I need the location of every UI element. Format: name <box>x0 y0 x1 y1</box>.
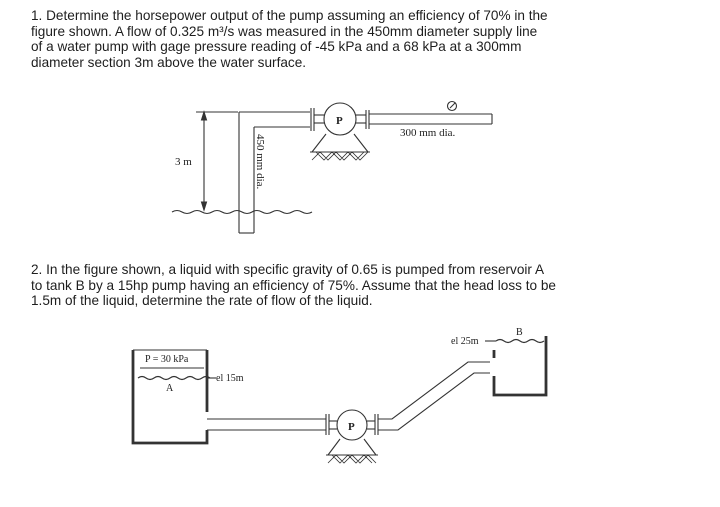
figure-2 <box>131 336 548 464</box>
problem-2-line: 2. In the figure shown, a liquid with sp… <box>31 262 545 277</box>
discharge-dia-label: 300 mm dia. <box>400 127 456 139</box>
problem-1-line: diameter section 3m above the water surf… <box>31 54 307 70</box>
reservoir-a-walls <box>131 350 209 445</box>
pump-2-hatch <box>327 454 377 464</box>
problem-2-line: 1.5m of the liquid, determine the rate o… <box>31 293 373 308</box>
pump-1-circle <box>323 102 357 136</box>
problem-2-text: 2. In the figure shown, a liquid with sp… <box>31 262 691 309</box>
tank-b-walls <box>492 336 548 397</box>
elev-b-label: el 25m <box>451 336 479 347</box>
pump-2-circle <box>336 409 368 441</box>
reservoir-a-label: A <box>166 383 174 394</box>
discharge-pipe-2-bottom <box>378 372 490 431</box>
pressure-gauge-icon <box>446 100 458 112</box>
gauge-needle <box>449 102 456 109</box>
water-surface-1 <box>171 209 313 215</box>
arrow-down <box>200 201 208 212</box>
elev-a-label: el 15m <box>216 373 244 384</box>
pressure-label: P = 30 kPa <box>145 354 189 365</box>
problem-1-line: figure shown. A flow of 0.325 m³/s was m… <box>31 23 538 39</box>
pump-2-label: P <box>348 421 355 433</box>
pump-1-label: P <box>336 115 343 127</box>
water-surface-b <box>495 338 545 344</box>
problem-2-line: to tank B by a 15hp pump having an effic… <box>31 277 556 293</box>
height-label: 3 m <box>175 156 192 168</box>
arrow-up <box>200 110 208 121</box>
problem-1-line: of a water pump with gage pressure readi… <box>31 39 522 54</box>
water-surface-a <box>137 375 211 381</box>
figure-1 <box>171 100 493 234</box>
discharge-pipe-2-top <box>378 361 490 420</box>
pump-2-base <box>327 438 377 456</box>
tank-b-label: B <box>516 327 523 338</box>
supply-dia-label: 450 mm dia. <box>254 134 266 190</box>
problem-1-line: 1. Determine the horsepower output of th… <box>31 8 548 23</box>
pump-1-hatch <box>311 151 369 161</box>
pump-1-base <box>311 133 369 153</box>
problem-1-text: 1. Determine the horsepower output of th… <box>31 8 691 70</box>
